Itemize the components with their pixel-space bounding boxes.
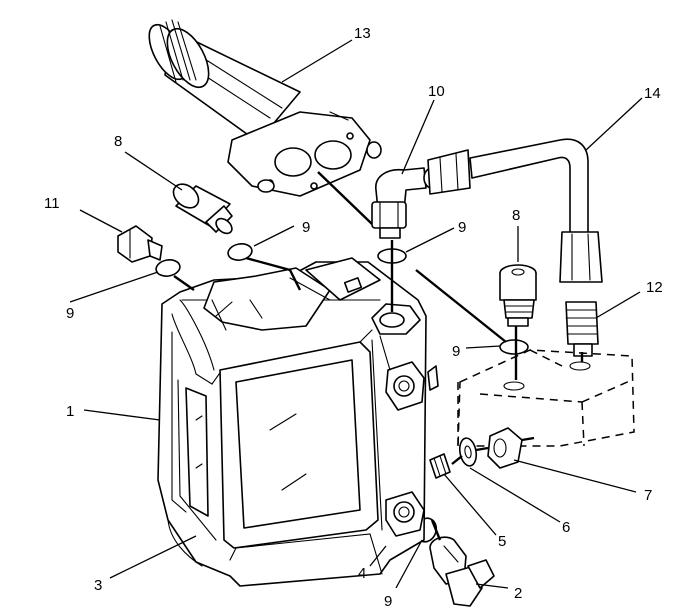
callout-10: 10 xyxy=(428,83,445,100)
part-2-drain-valve xyxy=(429,536,495,607)
callout-9-upper-right: 9 xyxy=(458,219,466,236)
callout-12: 12 xyxy=(646,279,663,296)
leader-lines xyxy=(69,39,643,589)
callout-9-right: 9 xyxy=(452,343,460,360)
part-7-nut xyxy=(487,427,523,469)
callout-13: 13 xyxy=(354,25,371,42)
callout-labels: 1 2 3 4 5 6 7 8 8 9 9 9 9 9 10 11 12 13 … xyxy=(44,25,663,610)
part-8-fitting-left xyxy=(172,183,233,235)
callout-9-left: 9 xyxy=(66,305,74,322)
part-11-plug xyxy=(117,225,163,263)
callout-11: 11 xyxy=(44,195,60,212)
callout-8-right: 8 xyxy=(512,207,520,224)
filter-head-block-phantom xyxy=(457,349,635,447)
callout-2: 2 xyxy=(514,585,522,602)
part-12-adapter xyxy=(565,301,599,357)
part-13-filter-housing xyxy=(148,19,382,197)
part-14-tube-assembly xyxy=(427,138,603,283)
callout-7: 7 xyxy=(644,487,652,504)
callout-1: 1 xyxy=(66,403,74,420)
callout-4: 4 xyxy=(358,565,366,582)
part-8-fitting-right xyxy=(499,264,537,327)
callout-6: 6 xyxy=(562,519,570,536)
assembly-center-lines xyxy=(173,171,584,541)
callout-8-left: 8 xyxy=(114,133,122,150)
callout-9-upper-left: 9 xyxy=(302,219,310,236)
part-5-nipple xyxy=(429,453,451,479)
part-1-tank xyxy=(157,257,439,587)
callout-5: 5 xyxy=(498,533,506,550)
callout-14: 14 xyxy=(644,85,661,102)
part-6-washer xyxy=(458,437,478,467)
callout-9-bottom: 9 xyxy=(384,593,392,610)
callout-3: 3 xyxy=(94,577,102,594)
